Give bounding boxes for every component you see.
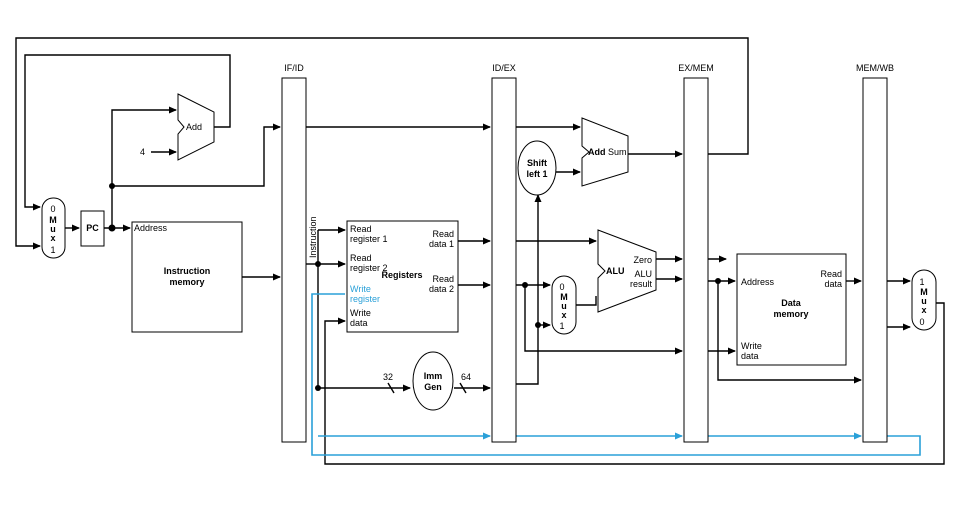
wb-mux-input-1: 1 — [919, 277, 924, 287]
wb-mux-letter: M — [920, 287, 928, 297]
alu-mux-letter: x — [561, 310, 566, 320]
pc-mux-letter: u — [50, 224, 56, 234]
junction-dot — [315, 261, 321, 267]
shift-label: Shift — [527, 158, 547, 168]
dmem-title: memory — [773, 309, 808, 319]
wb-mux-letter: u — [921, 296, 927, 306]
dmem-read-data: Read — [820, 269, 842, 279]
wire-pc-to-ifid — [112, 123, 281, 187]
imm-gen-label: Gen — [424, 382, 442, 392]
id-ex-label: ID/EX — [492, 63, 516, 73]
wire-reg2-to-exmem — [524, 285, 683, 355]
const-four: 4 — [140, 147, 145, 157]
alu-label: ALU — [606, 266, 625, 276]
reg-write-register: register — [350, 294, 380, 304]
junction-dot — [109, 183, 115, 189]
pc-adder — [177, 93, 215, 161]
reg-read-register-2: register 2 — [350, 263, 388, 273]
reg-write-data: Write — [350, 308, 371, 318]
ex-mem-register — [683, 77, 709, 443]
wire-mux-to-alu — [576, 296, 597, 306]
data-memory — [736, 253, 847, 366]
instruction-label: Instruction — [308, 216, 318, 258]
pc-adder-label: Add — [186, 122, 202, 132]
reg-read-data-1: Read — [432, 229, 454, 239]
imm-out-width: 64 — [461, 372, 471, 382]
junction-dot — [535, 322, 541, 328]
imm-gen — [412, 351, 454, 411]
branch-adder — [581, 117, 629, 187]
mem-wb-label: MEM/WB — [856, 63, 894, 73]
shift-left-1 — [517, 140, 557, 196]
reg-read-data-1: data 1 — [429, 239, 454, 249]
if-id-register — [281, 77, 307, 443]
branch-adder-sum: Sum — [608, 147, 627, 157]
registers-title: Registers — [381, 270, 422, 280]
pc-mux-input-0: 0 — [50, 204, 55, 214]
dmem-read-data: data — [824, 279, 842, 289]
wb-mux-input-0: 0 — [919, 317, 924, 327]
alu-result: result — [630, 279, 653, 289]
instruction-memory — [131, 221, 243, 333]
register-file — [346, 220, 459, 333]
ex-mem-label: EX/MEM — [678, 63, 714, 73]
reg-read-register-1: Read — [350, 224, 372, 234]
wire-exmem-result-to-memwb — [717, 281, 862, 384]
wire-branch-target-feedback — [15, 37, 749, 250]
pc-label: PC — [86, 223, 99, 233]
pc-register — [80, 210, 105, 247]
junction-dot — [315, 385, 321, 391]
imem-title: Instruction — [164, 266, 211, 276]
mem-wb-register — [862, 77, 888, 443]
branch-adder-label: Add — [588, 147, 606, 157]
dmem-address: Address — [741, 277, 775, 287]
reg-read-data-2: data 2 — [429, 284, 454, 294]
wire-width-slash-64 — [459, 382, 467, 394]
pc-mux — [41, 197, 66, 259]
shift-label: left 1 — [526, 169, 547, 179]
junction-dots — [108, 183, 721, 391]
if-id-label: IF/ID — [284, 63, 304, 73]
alu-zero: Zero — [633, 255, 652, 265]
alu-mux-input-1: 1 — [559, 321, 564, 331]
junction-dot — [715, 278, 721, 284]
alu-mux-letter: u — [561, 301, 567, 311]
pc-mux-letter: M — [49, 215, 57, 225]
junction-dot — [108, 224, 116, 232]
junction-dot — [522, 282, 528, 288]
wire-width-slash-32 — [387, 382, 395, 394]
alu-mux-letter: M — [560, 292, 568, 302]
reg-read-data-2: Read — [432, 274, 454, 284]
wire-pc-to-adder — [111, 106, 177, 228]
wire-writeback-data — [324, 302, 945, 465]
alu — [597, 229, 657, 313]
pc-mux-letter: x — [50, 233, 55, 243]
writeback-mux — [911, 269, 937, 331]
dmem-write-data: Write — [741, 341, 762, 351]
wires — [15, 37, 945, 465]
imem-address-label: Address — [134, 223, 168, 233]
wire-imm-to-shift — [516, 194, 542, 385]
reg-write-register: Write — [350, 284, 371, 294]
wire-pc-plus4-feedback — [24, 54, 231, 211]
wb-mux-letter: x — [921, 305, 926, 315]
imm-in-width: 32 — [383, 372, 393, 382]
alu-mux-input-0: 0 — [559, 282, 564, 292]
wire-write-register-return — [311, 293, 921, 456]
alu-mux — [551, 275, 577, 335]
dmem-write-data: data — [741, 351, 759, 361]
imm-gen-label: Imm — [424, 371, 443, 381]
reg-write-data: data — [350, 318, 368, 328]
dmem-title: Data — [781, 298, 802, 308]
pc-mux-input-1: 1 — [50, 245, 55, 255]
reg-read-register-1: register 1 — [350, 234, 388, 244]
reg-read-register-2: Read — [350, 253, 372, 263]
imem-title: memory — [169, 277, 204, 287]
id-ex-register — [491, 77, 517, 443]
alu-result: ALU — [634, 269, 652, 279]
